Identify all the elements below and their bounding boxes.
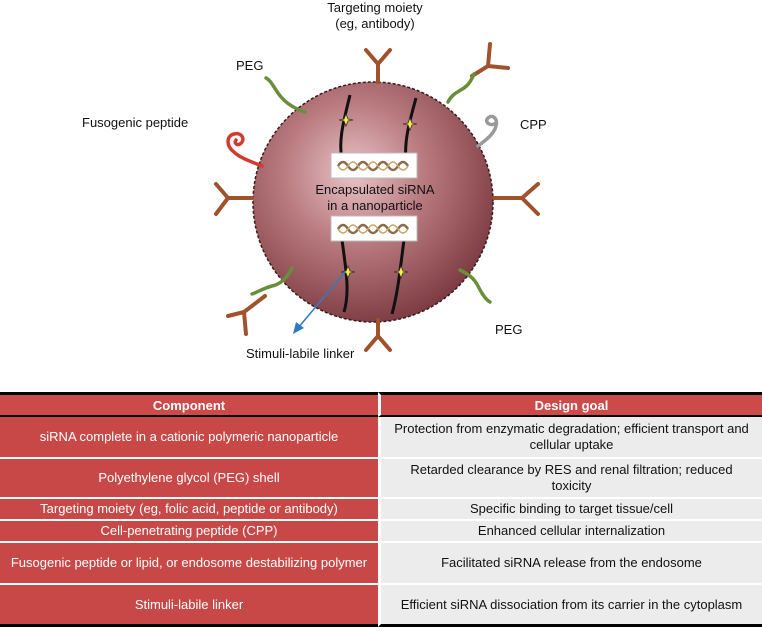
goal-cell: Facilitated siRNA release from the endos…	[378, 543, 762, 585]
linker-star	[402, 116, 418, 132]
sirna-box-top	[330, 152, 418, 179]
component-cell: siRNA complete in a cationic polymeric n…	[0, 417, 378, 459]
table-row: Stimuli-labile linker Efficient siRNA di…	[0, 585, 762, 627]
table-row: Fusogenic peptide or lipid, or endosome …	[0, 543, 762, 585]
cpp-label: CPP	[520, 117, 547, 132]
antibody-icon	[214, 182, 254, 216]
component-cell: Cell-penetrating peptide (CPP)	[0, 521, 378, 543]
goal-cell: Protection from enzymatic degradation; e…	[378, 417, 762, 459]
header-component: Component	[0, 392, 378, 417]
peg-chain	[264, 76, 307, 114]
fusogenic-peptide-icon	[226, 131, 264, 168]
peg-chains	[250, 72, 492, 304]
antibody-icon	[226, 294, 267, 336]
component-cell: Polyethylene glycol (PEG) shell	[0, 459, 378, 499]
nanoparticle-diagram: Targeting moiety (eg, antibody) PEG Fuso…	[82, 0, 547, 361]
peg-chain	[458, 268, 492, 304]
component-cell: Targeting moiety (eg, folic acid, peptid…	[0, 499, 378, 521]
antibody-icon	[470, 42, 510, 78]
goal-cell: Retarded clearance by RES and renal filt…	[378, 459, 762, 499]
stimuli-linker-label: Stimuli-labile linker	[246, 346, 355, 361]
component-cell: Stimuli-labile linker	[0, 585, 378, 627]
peg-chain	[446, 72, 476, 104]
fusogenic-peptide-label: Fusogenic peptide	[82, 115, 189, 130]
component-cell: Fusogenic peptide or lipid, or endosome …	[0, 543, 378, 585]
peg-label-bottom: PEG	[495, 322, 523, 337]
nanoparticle-illustration	[214, 42, 540, 352]
goal-cell: Efficient siRNA dissociation from its ca…	[378, 585, 762, 627]
linker-star	[393, 264, 409, 280]
table-row: siRNA complete in a cationic polymeric n…	[0, 417, 762, 459]
antibody-icon	[492, 182, 540, 216]
sirna-box-bottom	[330, 215, 418, 242]
table-row: Targeting moiety (eg, folic acid, peptid…	[0, 499, 762, 521]
peg-chain	[250, 266, 294, 296]
antibody-icon	[364, 318, 392, 352]
peg-label-top: PEG	[236, 58, 264, 73]
design-table: Component Design goal siRNA complete in …	[0, 392, 762, 627]
design-table-wrapper: Component Design goal siRNA complete in …	[0, 392, 762, 627]
linker-arrow	[293, 271, 346, 334]
table-row: Polyethylene glycol (PEG) shell Retarded…	[0, 459, 762, 499]
antibodies	[214, 42, 540, 352]
targeting-moiety-label: Targeting moiety (eg, antibody)	[327, 0, 423, 31]
linker-stars	[338, 112, 418, 280]
linker-star	[338, 112, 354, 128]
center-label: Encapsulated siRNA in a nanoparticle	[315, 182, 435, 213]
goal-cell: Specific binding to target tissue/cell	[378, 499, 762, 521]
cpp-icon	[476, 114, 499, 148]
linker-star	[340, 264, 356, 280]
header-design-goal: Design goal	[378, 392, 762, 417]
table-header-row: Component Design goal	[0, 392, 762, 417]
nanoparticle-sphere	[252, 81, 494, 323]
goal-cell: Enhanced cellular internalization	[378, 521, 762, 543]
table-row: Cell-penetrating peptide (CPP) Enhanced …	[0, 521, 762, 543]
antibody-icon	[364, 48, 392, 84]
